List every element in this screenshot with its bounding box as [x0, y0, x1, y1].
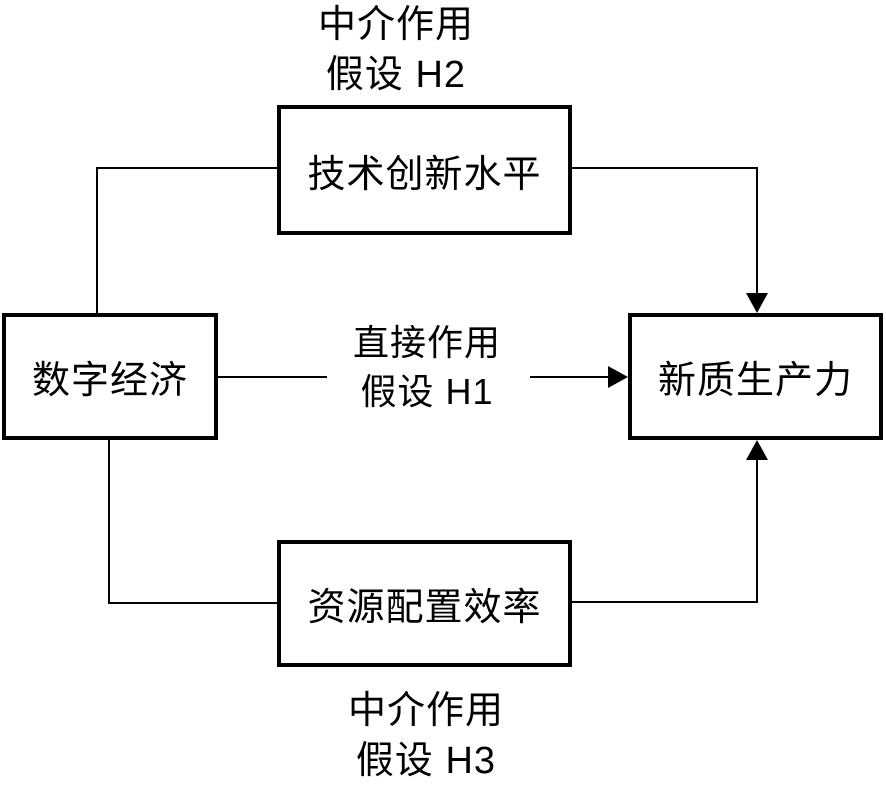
node-resource-allocation-label: 资源配置效率	[307, 587, 542, 629]
label-mediation-h3-line2: 假设 H3	[355, 740, 497, 782]
edge-mediator-top-to-dependent	[572, 167, 758, 296]
node-digital-economy: 数字经济	[2, 313, 218, 440]
node-tech-innovation-label: 技术创新水平	[307, 153, 542, 196]
label-mediation-h2-line2: 假设 H2	[325, 54, 467, 96]
node-tech-innovation-level: 技术创新水平	[277, 105, 572, 235]
label-mediation-h3-line1: 中介作用	[347, 690, 504, 732]
label-mediation-h3: 中介作用 假设 H3	[276, 686, 576, 786]
edge-independent-to-mediator-top	[96, 167, 277, 313]
label-mediation-h2: 中介作用 假设 H2	[246, 0, 546, 100]
label-direct-h1-line2: 假设 H1	[360, 371, 494, 412]
label-mediation-h2-line1: 中介作用	[317, 4, 474, 46]
node-digital-economy-label: 数字经济	[31, 360, 188, 402]
arrowhead-right-icon	[608, 366, 628, 388]
node-new-quality-productivity: 新质生产力	[628, 313, 883, 440]
label-direct-h1: 直接作用 假设 H1	[327, 318, 527, 416]
node-new-quality-productivity-label: 新质生产力	[657, 360, 853, 402]
label-direct-h1-line1: 直接作用	[352, 322, 501, 363]
edge-independent-to-mediator-bottom	[108, 440, 278, 604]
edge-mediator-bottom-to-dependent	[572, 457, 758, 603]
arrowhead-down-icon	[746, 293, 768, 313]
arrowhead-up-icon	[746, 440, 768, 460]
node-resource-allocation-efficiency: 资源配置效率	[277, 540, 572, 667]
